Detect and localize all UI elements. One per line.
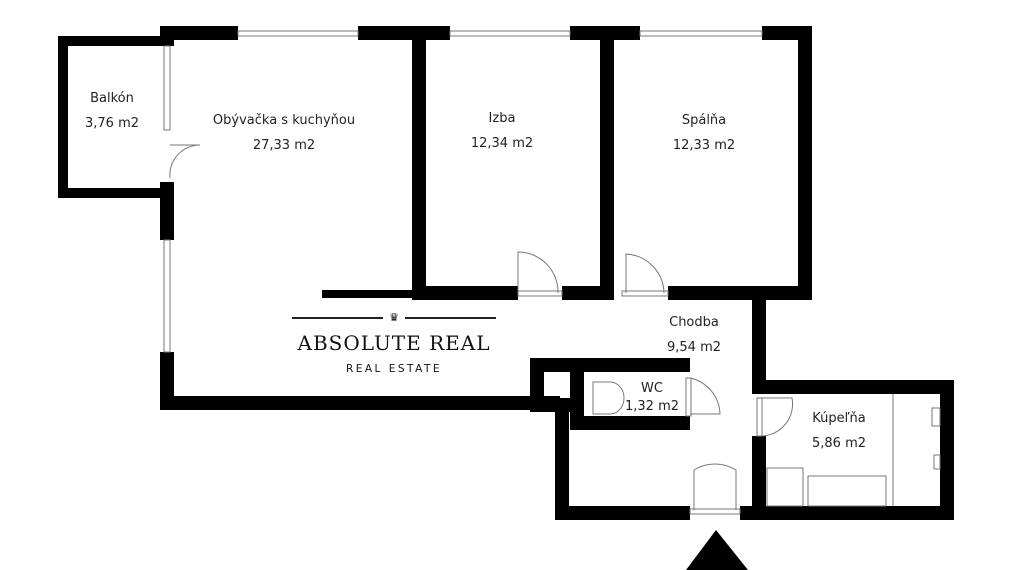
logo-title: ABSOLUTE REAL: [297, 331, 491, 355]
room-balkon: Balkón 3,76 m2: [85, 90, 139, 140]
crown-icon: ♛: [389, 311, 399, 324]
room-wc: WC 1,32 m2: [625, 380, 679, 423]
room-izba: Izba 12,34 m2: [471, 110, 533, 160]
logo-rule: ♛: [292, 312, 496, 323]
room-area: 27,33 m2: [252, 138, 316, 153]
room-name: Izba: [488, 111, 516, 126]
logo-subtitle: REAL ESTATE: [345, 363, 443, 375]
room-name: Obývačka s kuchyňou: [212, 113, 356, 128]
windows-doors: [163, 30, 941, 515]
room-name: Balkón: [90, 91, 134, 106]
room-area: 3,76 m2: [84, 116, 140, 131]
room-name: Spálňa: [681, 113, 727, 128]
room-area: 9,54 m2: [666, 340, 722, 355]
room-spalna: Spálňa 12,33 m2: [673, 112, 735, 162]
walls: [58, 26, 954, 520]
entrance-triangle-icon: [686, 530, 748, 570]
room-area: 1,32 m2: [624, 399, 680, 414]
room-name: Chodba: [669, 315, 719, 330]
room-name: WC: [641, 381, 663, 396]
room-area: 5,86 m2: [811, 436, 867, 451]
room-chodba: Chodba 9,54 m2: [667, 314, 721, 364]
room-name: Kúpeľňa: [812, 411, 866, 426]
room-obyvacka: Obývačka s kuchyňou 27,33 m2: [213, 112, 355, 162]
room-area: 12,34 m2: [470, 136, 534, 151]
room-area: 12,33 m2: [672, 138, 736, 153]
logo: ♛ ABSOLUTE REAL REAL ESTATE: [292, 312, 496, 375]
room-kupelna: Kúpeľňa 5,86 m2: [812, 410, 866, 460]
